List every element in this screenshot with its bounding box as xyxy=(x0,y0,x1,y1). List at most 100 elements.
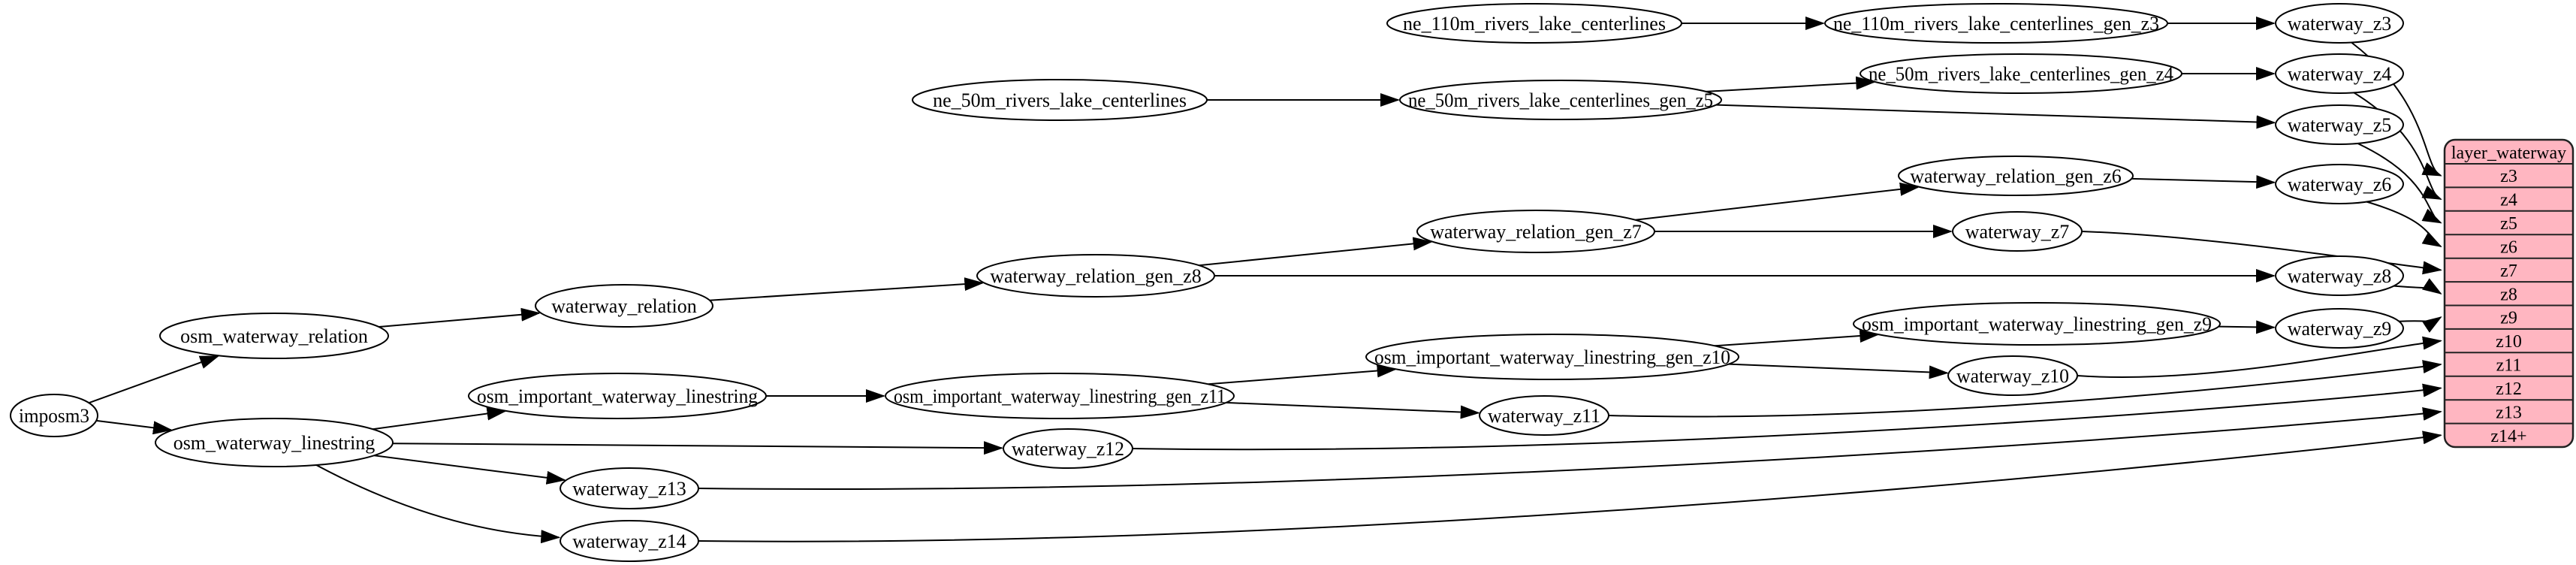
node-waterway_relation_gen_z8: waterway_relation_gen_z8 xyxy=(976,254,1215,298)
edge-waterway_z10--layer_waterway-z10 xyxy=(2077,336,2442,379)
node-waterway_z6: waterway_z6 xyxy=(2275,164,2404,204)
node-label: osm_important_waterway_linestring_gen_z9 xyxy=(1862,313,2212,335)
node-label: osm_waterway_relation xyxy=(180,325,368,347)
edge-ne_50m_rivers_lake_centerlines_gen_z5--waterway_z5 xyxy=(1715,104,2276,129)
edge-osm_important_waterway_linestring_gen_z10--osm_important_waterway_linestring_gen_z9 xyxy=(1714,329,1880,347)
node-label: osm_important_waterway_linestring_gen_z1… xyxy=(1374,346,1730,368)
node-waterway_z13: waterway_z13 xyxy=(560,467,699,509)
record-row-label: z5 xyxy=(2500,214,2517,234)
node-label: waterway_z7 xyxy=(1965,221,2070,243)
node-waterway_relation_gen_z6: waterway_relation_gen_z6 xyxy=(1898,156,2134,196)
node-label: imposm3 xyxy=(19,405,89,427)
node-ellipse xyxy=(1952,211,2083,252)
node-ellipse xyxy=(1947,355,2078,396)
edge-osm_waterway_linestring--waterway_z14 xyxy=(315,464,561,544)
node-ellipse xyxy=(1479,395,1609,436)
record-row-label: z9 xyxy=(2500,309,2517,328)
node-label: waterway_relation_gen_z6 xyxy=(1910,165,2122,187)
edge-osm_important_waterway_linestring_gen_z10--waterway_z10 xyxy=(1728,363,1949,379)
node-osm_waterway_linestring: osm_waterway_linestring xyxy=(155,418,394,467)
node-waterway_relation_gen_z7: waterway_relation_gen_z7 xyxy=(1416,210,1655,253)
node-ellipse xyxy=(2275,3,2404,44)
nodes-layer: imposm3 osm_waterway_relation osm_waterway… xyxy=(10,3,2574,562)
record-row-z4: z4 xyxy=(2500,191,2517,210)
edge-waterway_z7--layer_waterway-z7 xyxy=(2081,231,2442,275)
record-row-z6: z6 xyxy=(2500,238,2517,258)
edge-osm_waterway_linestring--osm_important_waterway_linestring xyxy=(373,406,507,431)
record-layer_waterway: layer_waterwayz3z4z5z6z7z8z9z10z11z12z13… xyxy=(2443,138,2574,449)
node-waterway_z8: waterway_z8 xyxy=(2275,255,2404,296)
node-ellipse xyxy=(535,284,713,328)
node-ne_110m_rivers_lake_centerlines_gen_z3: ne_110m_rivers_lake_centerlines_gen_z3 xyxy=(1824,3,2168,44)
node-label: waterway_z6 xyxy=(2288,174,2392,195)
node-ellipse xyxy=(912,79,1208,121)
edge-waterway_z9--layer_waterway-z9 xyxy=(2399,316,2442,333)
record-row-z7: z7 xyxy=(2500,261,2517,281)
node-ellipse xyxy=(1898,156,2134,196)
record-row-z12: z12 xyxy=(2496,379,2522,399)
node-label: waterway_z9 xyxy=(2288,318,2392,340)
edge-waterway_z6--layer_waterway-z6 xyxy=(2366,201,2442,247)
edge-osm_important_waterway_linestring_gen_z9--waterway_z9 xyxy=(2218,320,2276,334)
node-waterway_z11: waterway_z11 xyxy=(1479,395,1609,436)
node-ellipse xyxy=(976,254,1215,298)
node-ellipse xyxy=(159,313,389,359)
record-row-z10: z10 xyxy=(2496,332,2522,352)
record-row-label: z4 xyxy=(2500,191,2517,210)
record-row-label: z8 xyxy=(2500,285,2517,304)
node-ellipse xyxy=(885,373,1235,419)
edge-waterway_z13--layer_waterway-z13 xyxy=(698,406,2442,490)
edges-layer xyxy=(89,17,2442,544)
node-ellipse xyxy=(560,467,699,509)
node-label: waterway_z12 xyxy=(1012,438,1124,460)
node-label: ne_50m_rivers_lake_centerlines_gen_z4 xyxy=(1869,63,2173,85)
node-label: ne_50m_rivers_lake_centerlines_gen_z5 xyxy=(1408,89,1713,111)
record-row-z14+: z14+ xyxy=(2490,427,2526,446)
node-waterway_z12: waterway_z12 xyxy=(1003,428,1133,469)
record-row-label: z11 xyxy=(2496,356,2522,376)
edge-waterway_z12--layer_waterway-z12 xyxy=(1132,383,2442,451)
edge-osm_waterway_linestring--waterway_z13 xyxy=(374,455,566,485)
edge-waterway_relation_gen_z8--waterway_relation_gen_z7 xyxy=(1199,237,1433,267)
edge-waterway_z14--layer_waterway-z14+ xyxy=(698,431,2442,542)
edge-ne_50m_rivers_lake_centerlines_gen_z5--ne_50m_rivers_lake_centerlines_gen_z4 xyxy=(1706,76,1876,92)
record-row-label: z10 xyxy=(2496,332,2522,352)
node-label: osm_important_waterway_linestring_gen_z1… xyxy=(894,385,1226,407)
edge-imposm3--osm_waterway_linestring xyxy=(96,419,173,435)
node-ellipse xyxy=(1365,334,1739,380)
node-ellipse xyxy=(2275,53,2404,94)
node-ellipse xyxy=(2275,104,2404,145)
node-ellipse xyxy=(1860,53,2182,94)
edge-waterway_z11--layer_waterway-z11 xyxy=(1608,360,2442,418)
edge-waterway_z5--layer_waterway-z5 xyxy=(2357,142,2442,224)
node-waterway_z5: waterway_z5 xyxy=(2275,104,2404,145)
node-imposm3: imposm3 xyxy=(10,394,98,437)
node-ellipse xyxy=(1386,3,1682,44)
record-box xyxy=(2443,138,2574,449)
node-waterway_z7: waterway_z7 xyxy=(1952,211,2083,252)
node-ne_110m_rivers_lake_centerlines: ne_110m_rivers_lake_centerlines xyxy=(1386,3,1682,44)
node-label: waterway_relation_gen_z7 xyxy=(1430,221,1642,243)
node-waterway_z4: waterway_z4 xyxy=(2275,53,2404,94)
node-label: waterway_z10 xyxy=(1956,365,2069,387)
node-ellipse xyxy=(560,520,699,562)
edge-osm_waterway_relation--waterway_relation xyxy=(379,307,541,328)
record-row-label: z12 xyxy=(2496,379,2522,399)
record-row-z5: z5 xyxy=(2500,214,2517,234)
node-label: waterway_z13 xyxy=(572,478,686,500)
record-header: layer_waterway xyxy=(2451,144,2566,163)
node-osm_important_waterway_linestring_gen_z11: osm_important_waterway_linestring_gen_z1… xyxy=(885,373,1235,419)
edge-osm_waterway_linestring--waterway_z12 xyxy=(392,441,1003,455)
node-osm_important_waterway_linestring_gen_z9: osm_important_waterway_linestring_gen_z9 xyxy=(1853,302,2221,346)
node-label: waterway_z4 xyxy=(2288,63,2392,85)
node-ellipse xyxy=(1399,80,1722,120)
edge-osm_important_waterway_linestring_gen_z11--waterway_z11 xyxy=(1226,401,1480,419)
node-ellipse xyxy=(2275,255,2404,296)
record-row-z13: z13 xyxy=(2496,403,2522,422)
node-label: waterway_z8 xyxy=(2288,265,2392,287)
node-label: ne_110m_rivers_lake_centerlines_gen_z3 xyxy=(1833,13,2159,35)
record-row-z11: z11 xyxy=(2496,356,2522,376)
node-ne_50m_rivers_lake_centerlines_gen_z4: ne_50m_rivers_lake_centerlines_gen_z4 xyxy=(1860,53,2182,94)
